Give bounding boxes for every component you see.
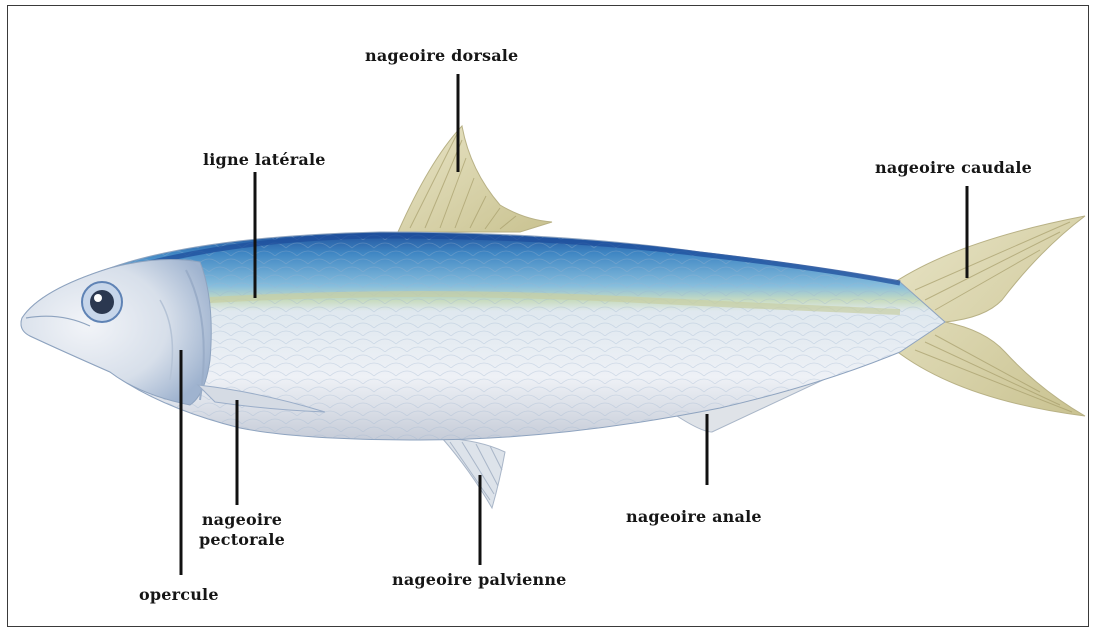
label-operculum: opercule — [139, 585, 219, 605]
label-dorsal-fin: nageoire dorsale — [365, 46, 518, 66]
label-lateral-line: ligne latérale — [203, 150, 326, 170]
label-pectoral-fin: nageoire pectorale — [196, 510, 288, 550]
pelvic-fin — [442, 438, 505, 508]
label-pectoral-line2: pectorale — [196, 530, 288, 550]
fish-eye — [82, 282, 122, 322]
label-anal-fin: nageoire anale — [626, 507, 762, 527]
label-pectoral-line1: nageoire — [196, 510, 288, 530]
fish-head — [21, 260, 211, 405]
dorsal-fin — [398, 126, 552, 232]
label-caudal-fin: nageoire caudale — [875, 158, 1032, 178]
label-pelvic-fin: nageoire palvienne — [392, 570, 567, 590]
